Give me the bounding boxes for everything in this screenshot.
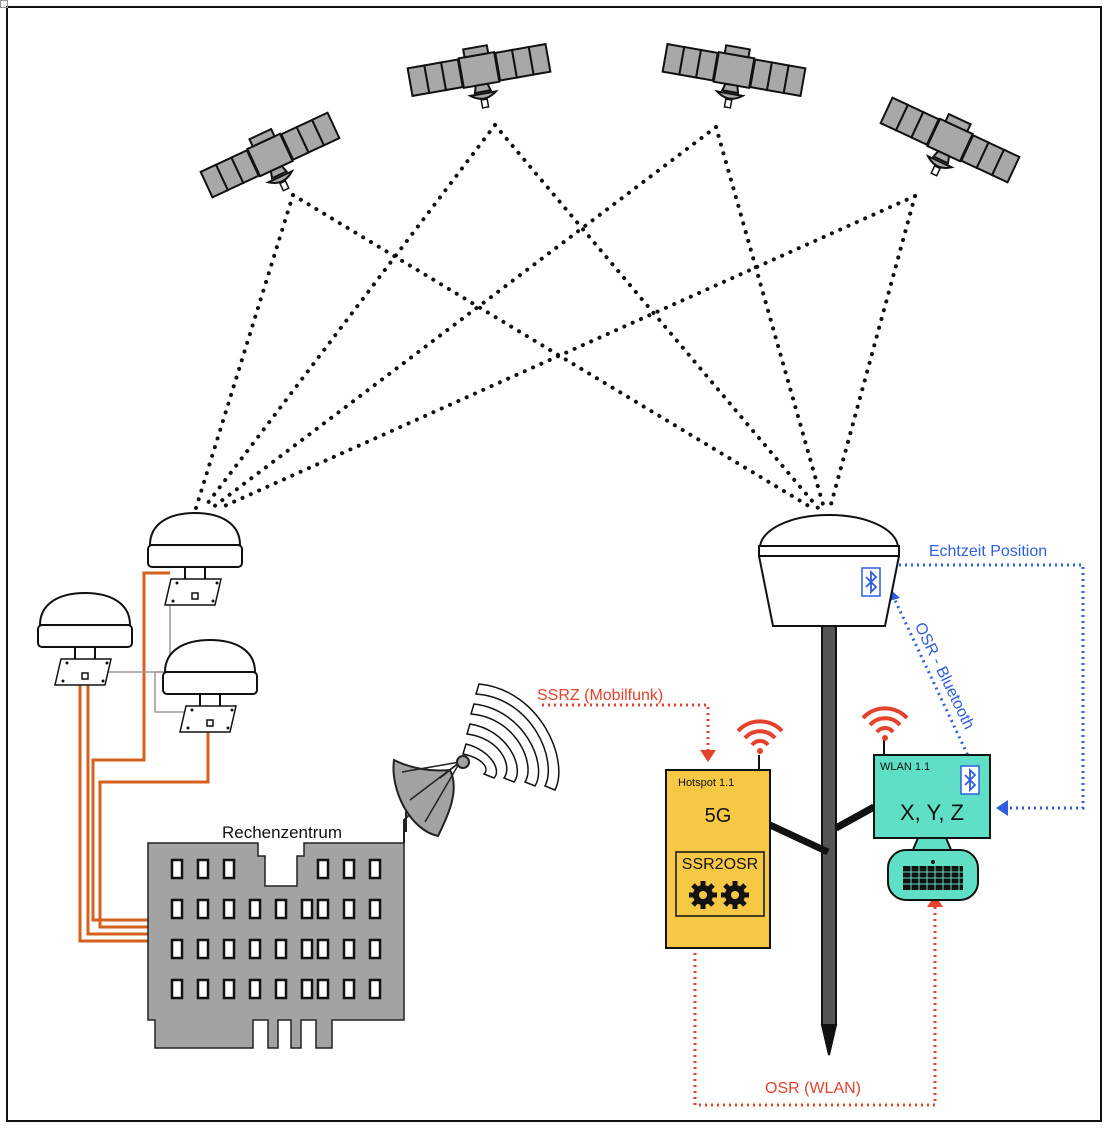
osr-bluetooth-link-label: OSR - Bluetooth [911, 620, 977, 732]
building-window [170, 858, 184, 880]
building-window [274, 938, 288, 960]
osr-bluetooth-link-line [886, 588, 972, 761]
building-window [316, 938, 330, 960]
building-window [316, 978, 330, 1000]
dish-antenna-icon [392, 755, 470, 838]
datacenter-label: Rechenzentrum [222, 823, 342, 842]
building-window [274, 978, 288, 1000]
building-window [274, 898, 288, 920]
ssr2osr-label: SSR2OSR [682, 856, 758, 873]
hotspot-5g: 5G [705, 805, 732, 827]
building-window [300, 978, 314, 1000]
gear-icon [689, 881, 717, 909]
hotspot-device [665, 755, 771, 949]
radio-waves-icon [462, 683, 560, 791]
satellite-icon [869, 88, 1025, 206]
building-window [196, 898, 210, 920]
building-window [170, 978, 184, 1000]
building-window [342, 978, 356, 1000]
wifi-icon [861, 706, 909, 743]
building-icon [147, 813, 411, 1049]
building-window [300, 898, 314, 920]
building-window [196, 938, 210, 960]
echtzeit-link-label: Echtzeit Position [929, 543, 1047, 560]
satellite-icon [405, 34, 556, 121]
building-window [368, 938, 382, 960]
building-window [170, 898, 184, 920]
building-window [222, 858, 236, 880]
building-window [368, 898, 382, 920]
wlan-title: WLAN 1.1 [880, 761, 930, 773]
building-window [368, 858, 382, 880]
building-window [248, 978, 262, 1000]
corner-box [0, 0, 8, 8]
osr-wlan-link-label: OSR (WLAN) [765, 1080, 861, 1097]
building-window [196, 978, 210, 1000]
antenna-cables [78, 571, 210, 943]
hotspot-title: Hotspot 1.1 [678, 777, 734, 789]
satellite-icon [195, 103, 351, 221]
building-window [170, 938, 184, 960]
satellite-icon [657, 34, 808, 121]
building-window [368, 978, 382, 1000]
wifi-icon [736, 719, 784, 756]
building-window [248, 898, 262, 920]
xyz-label: X, Y, Z [900, 800, 964, 825]
building-window [222, 978, 236, 1000]
bluetooth-icon [861, 567, 881, 597]
building-window [342, 858, 356, 880]
keyboard-icon [903, 866, 963, 890]
diagram-frame [6, 6, 1102, 1122]
gnss-antenna-icon [37, 592, 133, 686]
building-window [316, 858, 330, 880]
antenna-links [105, 590, 195, 713]
echtzeit-link-line [893, 563, 1085, 816]
gear-icon [721, 881, 749, 909]
satellite-signal-lines [194, 123, 917, 510]
rover-pole [768, 624, 876, 1056]
bluetooth-icon [960, 765, 980, 795]
ssrz-link-line [542, 703, 716, 762]
ssrz-link-label: SSRZ (Mobilfunk) [537, 687, 663, 704]
building-window [196, 858, 210, 880]
building-window [300, 938, 314, 960]
building-window [342, 938, 356, 960]
building-window [222, 938, 236, 960]
gnss-antenna-icon [162, 639, 258, 733]
building-window [342, 898, 356, 920]
gnss-antenna-icon [147, 512, 243, 606]
building-window [222, 898, 236, 920]
building-window [248, 938, 262, 960]
building-window [316, 898, 330, 920]
